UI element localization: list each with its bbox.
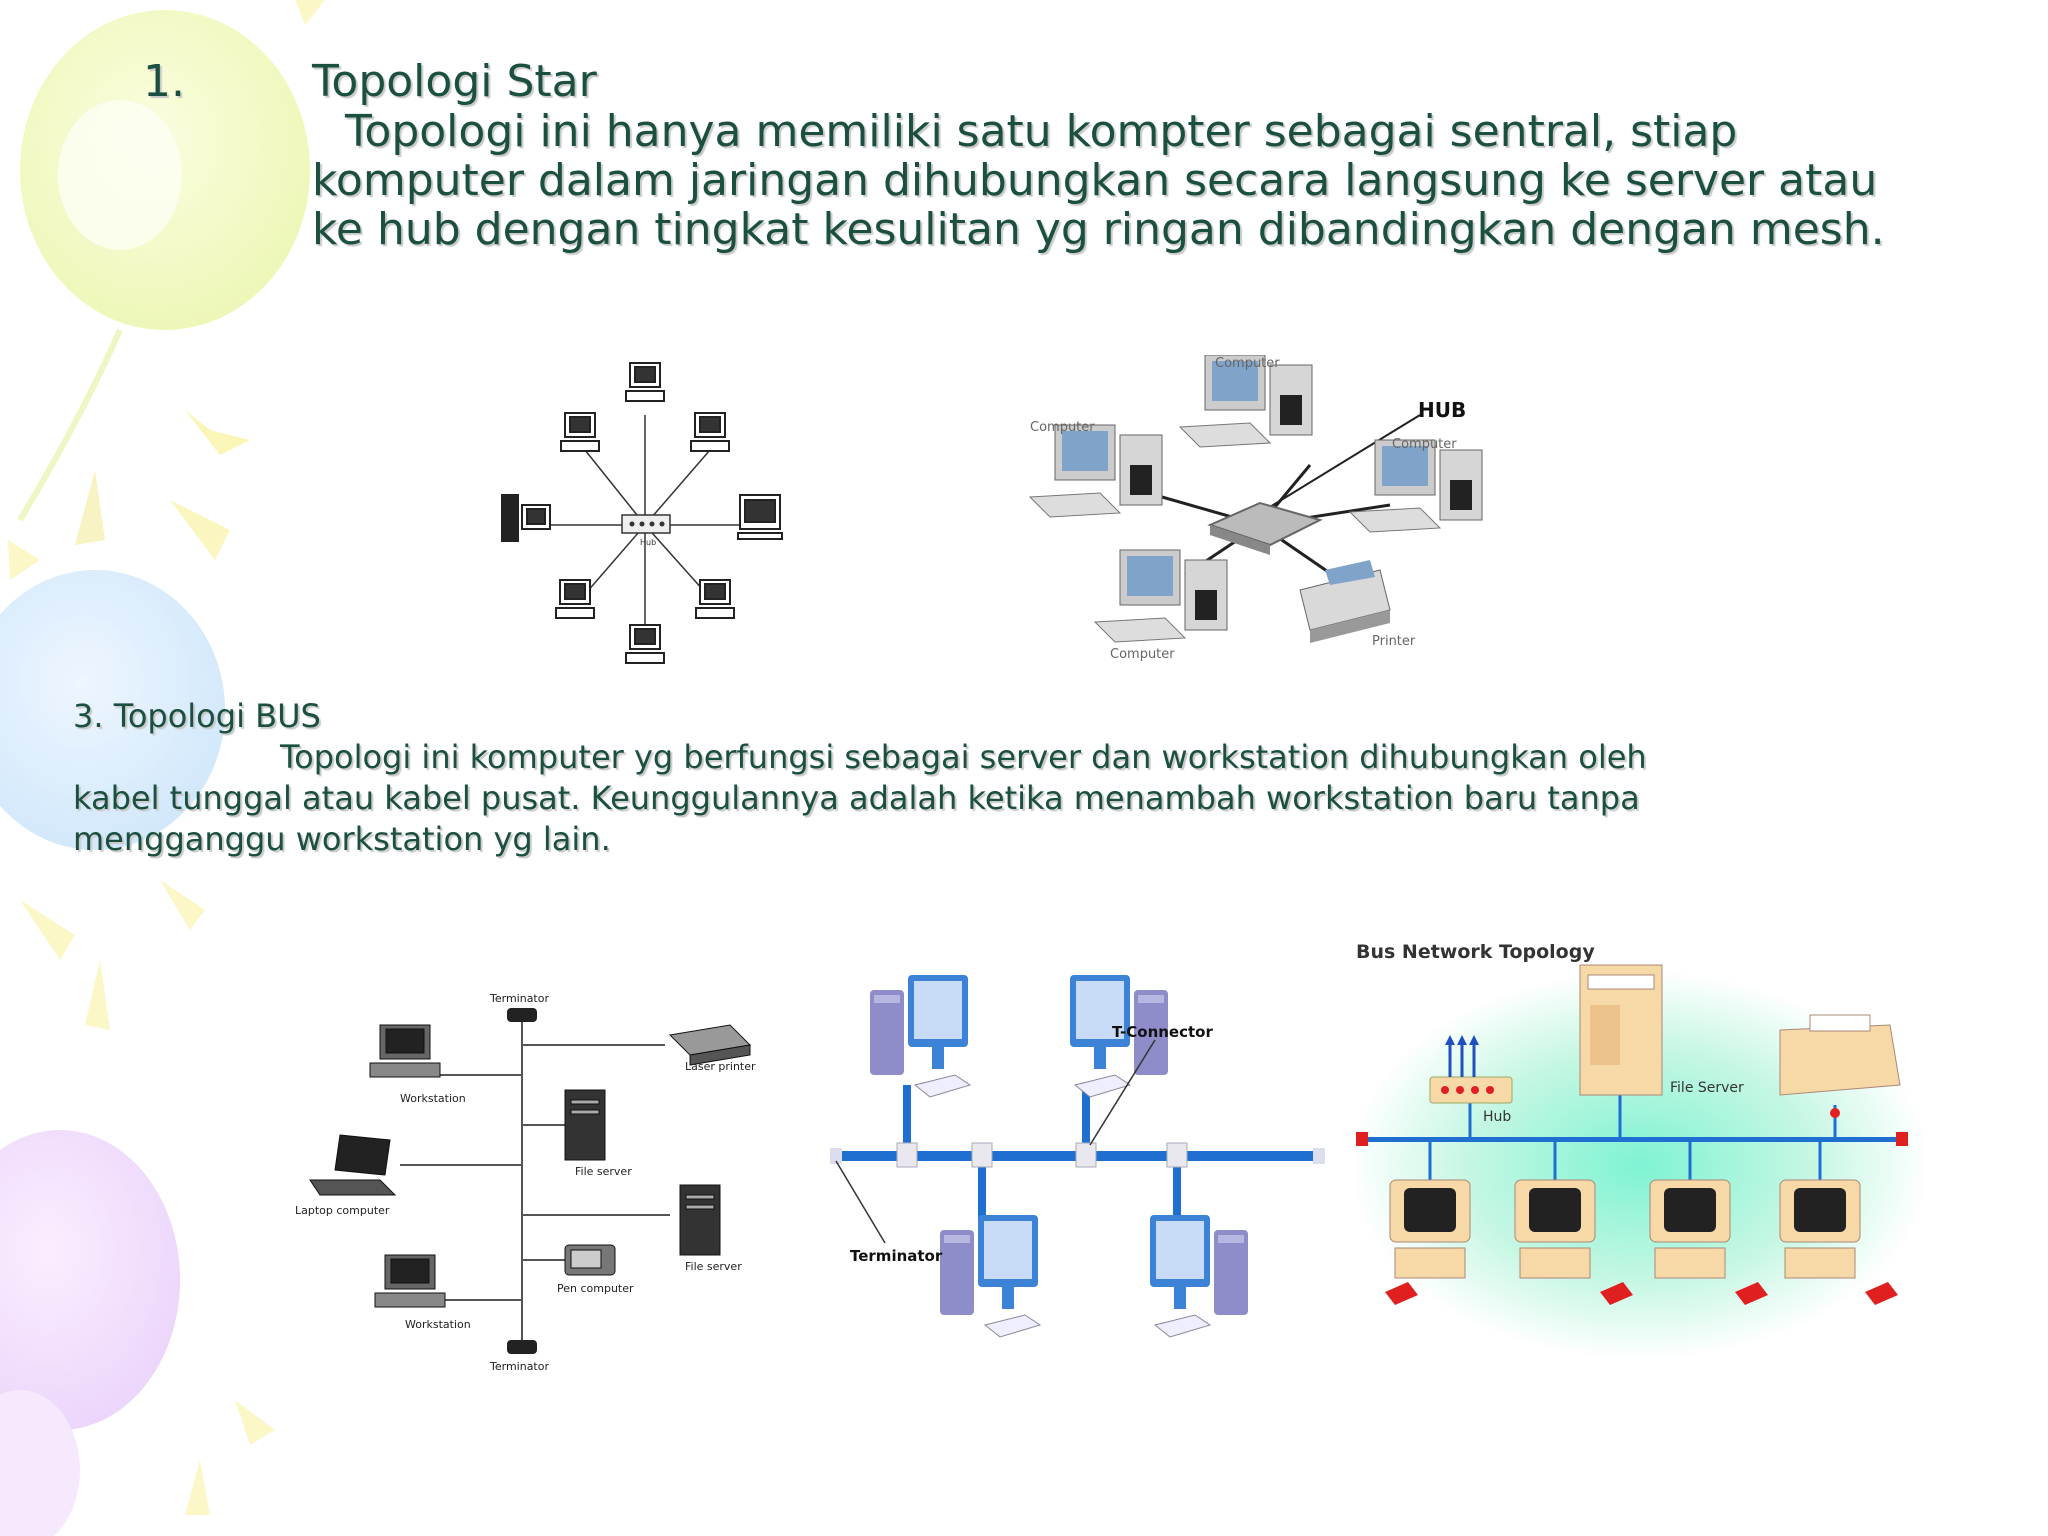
terminator-label-bottom: Terminator: [489, 1360, 549, 1373]
workstation-label-bottom: Workstation: [405, 1318, 471, 1331]
printer-icon: [1299, 560, 1391, 643]
laser-printer-label: Laser printer: [685, 1060, 756, 1073]
terminator-label: Terminator: [850, 1247, 943, 1265]
device-icons: [309, 1024, 752, 1308]
printer-label: Printer: [1372, 634, 1416, 649]
section-title-star: Topologi Star: [312, 56, 597, 107]
t-connector-icons: [896, 1142, 1188, 1168]
file-server-label-2: File server: [685, 1260, 742, 1273]
printer-icon: [1779, 1014, 1901, 1118]
terminator-icons: [507, 1008, 537, 1354]
file-server-label-1: File server: [575, 1165, 632, 1178]
computer-label-top: Computer: [1215, 356, 1280, 371]
hub-icon: [621, 514, 671, 534]
bus-network-title: Bus Network Topology: [1356, 941, 1595, 963]
star-topology-diagram-1: Hub: [501, 362, 783, 664]
terminator-label-top: Terminator: [489, 992, 549, 1005]
bus-description-line-2: kabel tunggal atau kabel pusat. Keunggul…: [73, 779, 1640, 817]
workstation-icons: [870, 975, 1248, 1338]
computer-icons: [501, 362, 783, 664]
workstation-label-top: Workstation: [400, 1092, 466, 1105]
list-number: 1.: [143, 56, 185, 107]
star-description-line-2: komputer dalam jaringan dihubungkan seca…: [312, 155, 1878, 206]
bus-topology-diagram-2: T-Connector Terminator: [830, 975, 1325, 1338]
bus-topology-diagram-3: Bus Network Topology Hub File Server: [1350, 941, 1930, 1360]
star-description-line-3: ke hub dengan tingkat kesulitan yg ringa…: [312, 204, 1885, 255]
computer-icons: [1028, 355, 1483, 643]
bus-description-line-1: Topologi ini komputer yg berfungsi sebag…: [280, 738, 1647, 776]
file-server-icon: [1579, 964, 1663, 1096]
star-topology-diagram-2: HUB Computer Computer Computer Computer: [1028, 355, 1483, 662]
hub-device-icon: [1207, 501, 1323, 555]
file-server-label: File Server: [1670, 1080, 1744, 1096]
computer-label-right: Computer: [1392, 437, 1457, 452]
workstation-icons: [1385, 1179, 1898, 1305]
star-description-line-1: Topologi ini hanya memiliki satu kompter…: [345, 106, 1738, 157]
bus-description-line-3: mengganggu workstation yg lain.: [73, 820, 611, 858]
pen-computer-label: Pen computer: [557, 1282, 634, 1295]
hub-label: HUB: [1418, 398, 1466, 422]
laptop-label: Laptop computer: [295, 1204, 390, 1217]
hub-label: Hub: [1483, 1109, 1511, 1125]
section-title-bus: 3. Topologi BUS: [73, 697, 321, 735]
hub-icon: [1429, 1035, 1513, 1104]
bus-topology-diagram-1: Terminator Laser printer Workstation Fil…: [295, 992, 756, 1373]
computer-label-bottom: Computer: [1110, 647, 1175, 662]
hub-label: Hub: [640, 538, 656, 547]
t-connector-label: T-Connector: [1112, 1023, 1213, 1041]
computer-label-left: Computer: [1030, 420, 1095, 435]
